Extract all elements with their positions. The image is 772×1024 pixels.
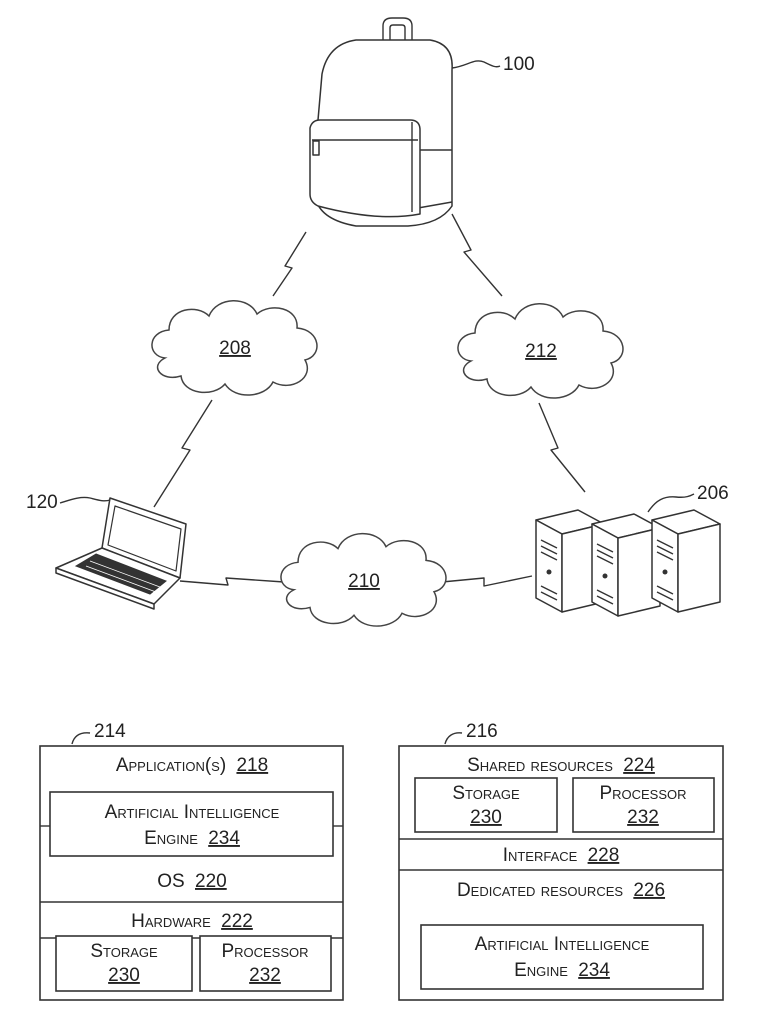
server-storage-num: 230: [470, 807, 502, 828]
svg-text:Interface 228: Interface 228: [503, 845, 620, 866]
laptop-ref: 120: [26, 492, 58, 513]
dedicated-resources-num: 226: [633, 880, 665, 901]
interface-num: 228: [588, 845, 620, 866]
laptop-leader-line: [60, 497, 110, 503]
device-block-214: 214 Application(s) 218 Artificial Intell…: [40, 721, 343, 1000]
link-backpack-212: [452, 214, 502, 296]
server-unit-3: [652, 510, 720, 612]
svg-text:Shared resources 224: Shared resources 224: [467, 755, 655, 776]
shared-resources-num: 224: [623, 755, 655, 776]
server-ai-line1: Artificial Intelligence: [475, 934, 650, 955]
hardware-num: 222: [221, 911, 253, 932]
applications-num: 218: [236, 755, 268, 776]
laptop-illustration: [56, 498, 186, 609]
os-num: 220: [195, 871, 227, 892]
link-212-servers: [539, 403, 585, 492]
interface-label: Interface: [503, 845, 578, 866]
server-processor-label: Processor: [599, 783, 686, 804]
servers-ref: 206: [697, 483, 729, 504]
server-storage-label: Storage: [452, 783, 520, 804]
svg-text:Application(s) 218: Application(s) 218: [116, 755, 268, 776]
server-rack-illustration: [536, 510, 720, 616]
network-208-label: 208: [219, 338, 251, 359]
server-processor-num: 232: [627, 807, 659, 828]
link-210-servers: [442, 576, 532, 586]
device-processor-label: Processor: [221, 941, 308, 962]
server-block-216: 216 Shared resources 224 Storage 230 Pro…: [399, 721, 723, 1000]
wireless-links: [154, 214, 585, 586]
backpack-illustration: [310, 18, 452, 226]
link-laptop-210: [180, 578, 284, 585]
os-label: OS: [157, 871, 184, 892]
device-ai-line2: Engine: [144, 828, 198, 849]
svg-text:Hardware 222: Hardware 222: [131, 911, 253, 932]
network-cloud-208: 208: [152, 301, 317, 395]
device-processor-num: 232: [249, 965, 281, 986]
device-storage-label: Storage: [90, 941, 158, 962]
device-ai-num: 234: [208, 828, 240, 849]
link-backpack-208: [273, 232, 306, 296]
box-214-leader: [72, 733, 90, 744]
device-storage-num: 230: [108, 965, 140, 986]
hardware-label: Hardware: [131, 911, 211, 932]
shared-resources-label: Shared resources: [467, 755, 613, 776]
servers-leader-line: [648, 494, 694, 512]
server-unit-2: [592, 514, 660, 616]
device-ai-line1: Artificial Intelligence: [105, 802, 280, 823]
network-212-label: 212: [525, 341, 557, 362]
dedicated-resources-label: Dedicated resources: [457, 880, 623, 901]
network-cloud-212: 212: [458, 304, 623, 398]
network-cloud-210: 210: [281, 534, 446, 626]
backpack-ref: 100: [503, 54, 535, 75]
link-208-laptop: [154, 400, 212, 507]
server-ai-num: 234: [578, 960, 610, 981]
network-210-label: 210: [348, 571, 380, 592]
backpack-front-pocket: [310, 120, 420, 217]
svg-text:Engine 234: Engine 234: [514, 960, 610, 981]
box-216-leader: [445, 733, 462, 744]
backpack-leader-line: [452, 61, 500, 68]
backpack-zipper-pull: [313, 141, 319, 155]
svg-text:Dedicated resources 226: Dedicated resources 226: [457, 880, 665, 901]
box-214-ref: 214: [94, 721, 126, 742]
applications-label: Application(s): [116, 755, 226, 776]
svg-text:Engine 234: Engine 234: [144, 828, 240, 849]
box-216-ref: 216: [466, 721, 498, 742]
server-ai-line2: Engine: [514, 960, 568, 981]
